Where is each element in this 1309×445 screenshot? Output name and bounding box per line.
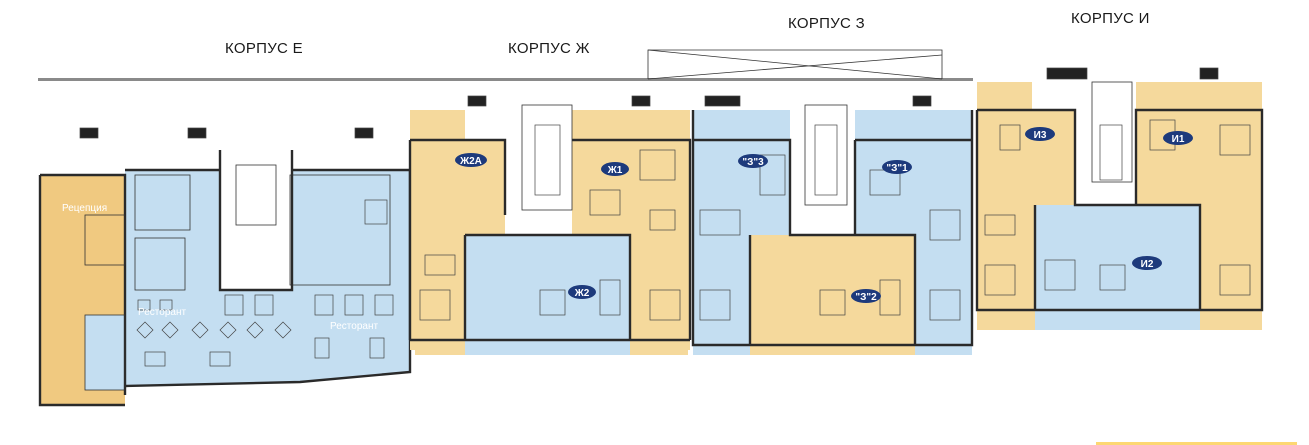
apartment-z1 [855,110,972,355]
apartment-badge-zh2: Ж2 [568,285,596,299]
svg-text:И3: И3 [1034,130,1047,141]
svg-text:Ж1: Ж1 [607,165,623,176]
room-label-restaurant: Ресторант [138,307,186,318]
svg-text:"З"3: "З"3 [742,157,764,168]
svg-text:"З"2: "З"2 [855,292,877,303]
svg-text:И2: И2 [1141,259,1154,270]
apartment-z2 [750,235,915,355]
heading-korpus-i: КОРПУС И [1071,10,1150,27]
korpus-z-plan [691,95,974,355]
apartment-badge-i2: И2 [1132,256,1162,270]
apartment-badge-z2: "З"2 [851,289,881,303]
room-label-restaurant: Ресторант [330,321,378,332]
apartment-badge-z3: "З"3 [738,154,768,168]
apartment-z3 [693,110,750,355]
apartment-badge-i3: И3 [1025,127,1055,141]
apartment-badge-zh1: Ж1 [601,162,629,176]
apartment-badges: Ж2А Ж1 Ж2 "З"3 "З"1 "З"2 И3 И1 И2 [455,127,1193,303]
korpus-zh-plan [408,95,692,355]
accent-bar [1096,442,1297,445]
svg-text:Ж2А: Ж2А [459,156,482,167]
korpus-i-plan [975,67,1264,330]
site-boundary [38,49,973,81]
svg-text:И1: И1 [1172,134,1185,145]
korpus-e-plan: Рецепция Ресторант Ресторант [38,127,412,407]
apartment-zh2 [465,235,630,355]
apartment-i3 [977,82,1035,330]
svg-text:Ж2: Ж2 [574,288,590,299]
apartment-badge-zh2a: Ж2А [455,153,487,167]
apartment-i2 [1035,205,1200,330]
heading-korpus-e: КОРПУС Е [225,40,303,57]
apartment-badge-i1: И1 [1163,131,1193,145]
apartment-i1 [1136,82,1262,330]
room-label-reception: Рецепция [62,203,107,214]
apartment-badge-z1: "З"1 [882,160,912,174]
svg-text:"З"1: "З"1 [886,163,908,174]
heading-korpus-zh: КОРПУС Ж [508,40,590,57]
heading-korpus-z: КОРПУС З [788,15,865,32]
